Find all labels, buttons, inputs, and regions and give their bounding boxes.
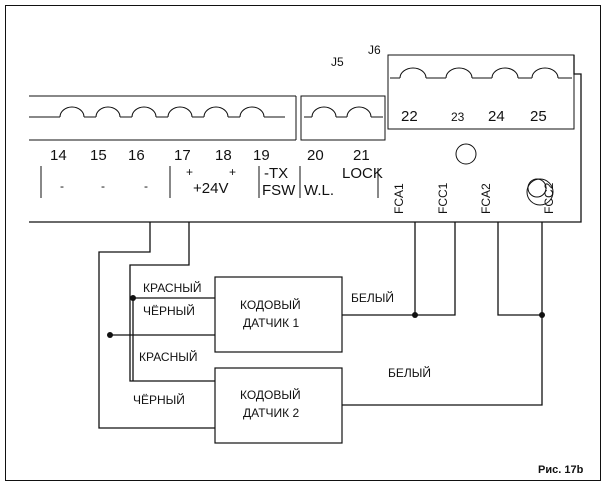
terminal-19: 19 [253, 147, 270, 164]
supply-wiring [98, 222, 215, 429]
label-fca1: FCA1 [392, 183, 406, 214]
sensor-box-2 [214, 367, 343, 444]
terminal-14: 14 [50, 147, 67, 164]
figure-frame [5, 5, 601, 481]
connector-label-j5: J5 [331, 55, 344, 69]
minus-label-14: - [60, 179, 64, 193]
terminal-17: 17 [174, 147, 191, 164]
led-indicator [455, 143, 477, 165]
switch-wiring [342, 222, 545, 406]
terminal-block-j6 [387, 54, 575, 130]
wire-label-black-1: ЧЁРНЫЙ [143, 303, 195, 318]
label-fca2: FCA2 [479, 183, 493, 214]
label-24v: +24V [193, 180, 228, 197]
sensor-2-line-2: ДАТЧИК 2 [243, 406, 299, 420]
terminal-21: 21 [353, 147, 370, 164]
wire-label-red-1: КРАСНЫЙ [143, 280, 202, 295]
terminal-16: 16 [128, 147, 145, 164]
sensor-2-line-1: КОДОВЫЙ [240, 387, 301, 402]
wire-label-white-1: БЕЛЫЙ [351, 290, 394, 305]
terminal-20: 20 [307, 147, 324, 164]
wire-label-black-2: ЧЁРНЫЙ [133, 392, 185, 407]
junction-black [107, 332, 113, 338]
terminal-15: 15 [90, 147, 107, 164]
terminal-25: 25 [530, 108, 547, 125]
label-fcc1: FCC1 [436, 182, 450, 214]
sensor-box-1 [214, 276, 343, 353]
junction-red [130, 295, 136, 301]
terminal-block-main [29, 95, 297, 141]
terminal-22: 22 [401, 108, 418, 125]
trimmer-inner [527, 178, 547, 198]
terminal-18: 18 [215, 147, 232, 164]
terminal-block-j5 [300, 95, 386, 141]
wire-label-white-2: БЕЛЫЙ [388, 365, 431, 380]
minus-label-16: - [144, 179, 148, 193]
wire-label-red-2: КРАСНЫЙ [139, 349, 198, 364]
junction-white-1 [412, 312, 418, 318]
plus-label-18: + [229, 165, 236, 179]
junction-white-2 [539, 312, 545, 318]
sensor-1-line-2: ДАТЧИК 1 [243, 316, 299, 330]
label-wl: W.L. [304, 182, 334, 199]
minus-label-15: - [101, 179, 105, 193]
label-tx: -TX [264, 165, 288, 182]
connector-label-j6: J6 [368, 43, 381, 57]
sensor-1-line-1: КОДОВЫЙ [240, 297, 301, 312]
plus-label-17: + [186, 165, 193, 179]
label-fcc2: FCC2 [542, 182, 556, 214]
label-fsw: FSW [262, 182, 296, 199]
terminal-23: 23 [451, 110, 465, 124]
figure-caption: Рис. 17b [538, 464, 584, 476]
label-lock: LOCK [342, 165, 383, 182]
terminal-24: 24 [488, 108, 505, 125]
